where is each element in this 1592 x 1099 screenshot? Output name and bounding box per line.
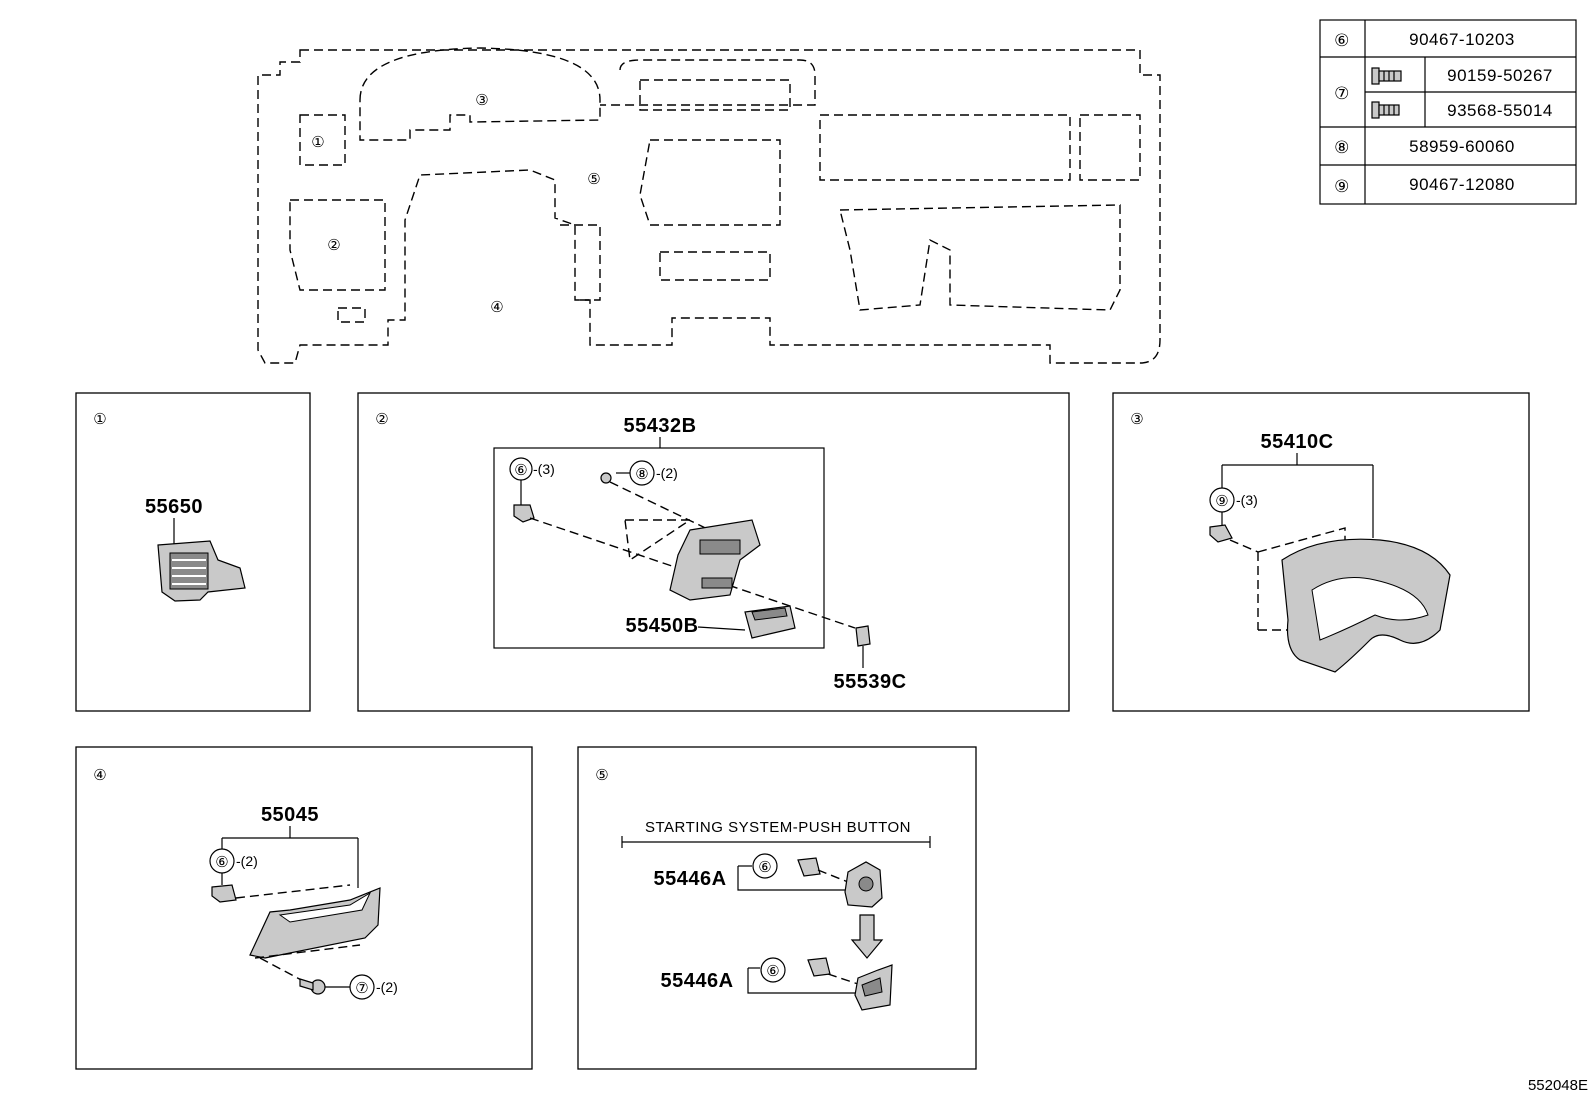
bolt-icon <box>1371 67 1402 85</box>
panel-3-part-label: 55410C <box>1260 431 1333 453</box>
panel-3-fastener: ⑨ <box>1215 493 1228 510</box>
knee-panel-icon <box>249 887 381 959</box>
panel-2-part-box-label: 55450B <box>625 615 698 637</box>
panel-2-part-clip-label: 55539C <box>833 671 906 693</box>
panel-1-part-label: 55650 <box>145 496 203 518</box>
table-part-7a: 90159-50267 <box>1447 66 1553 85</box>
push-button-upper-icon <box>844 861 883 908</box>
air-vent-icon <box>157 540 246 602</box>
table-part-6: 90467-10203 <box>1409 30 1515 49</box>
panel-5-fastener-lower: ⑥ <box>766 963 779 980</box>
table-part-7b: 93568-55014 <box>1447 101 1553 120</box>
down-arrow-icon <box>850 914 884 959</box>
panel-1-ref: ① <box>93 411 106 428</box>
panel-2-fastener-a: ⑥ <box>514 462 527 479</box>
panel-2-qty-b: -(2) <box>656 465 678 481</box>
panel-5: ⑤ STARTING SYSTEM-PUSH BUTTON 55446A ⑥ 5… <box>577 746 977 1070</box>
diagram-code: 552048E <box>1528 1077 1588 1094</box>
panel-3-ref: ③ <box>1130 411 1143 428</box>
panel-5-caption: STARTING SYSTEM-PUSH BUTTON <box>645 819 911 836</box>
panel-5-part-upper-label: 55446A <box>653 868 726 890</box>
panel-4-qty-b: -(2) <box>376 979 398 995</box>
panel-4-qty-a: -(2) <box>236 853 258 869</box>
panel-2-ref: ② <box>375 411 388 428</box>
panel-4-fastener-a: ⑥ <box>215 854 228 871</box>
table-ref-9: ⑨ <box>1334 177 1350 196</box>
panel-5-fastener-upper: ⑥ <box>758 859 771 876</box>
table-ref-6: ⑥ <box>1334 31 1350 50</box>
storage-box-icon <box>744 605 796 639</box>
switch-bezel-icon <box>669 519 761 601</box>
table-ref-7: ⑦ <box>1334 84 1350 103</box>
panel-5-ref: ⑤ <box>595 767 608 784</box>
fastener-table: ⑥ 90467-10203 ⑦ 90159-50267 93568-55014 … <box>1319 19 1577 205</box>
panel-4-ref: ④ <box>93 767 106 784</box>
panel-1: ① 55650 <box>75 392 311 712</box>
meter-hood-icon <box>1281 538 1451 673</box>
panel-5-part-lower-label: 55446A <box>660 970 733 992</box>
overview-callout-3: ③ <box>475 92 488 109</box>
panel-2: ② 55432B ⑥ -(3) ⑧ -(2) 55450B <box>357 392 1070 712</box>
table-part-8: 58959-60060 <box>1409 137 1515 156</box>
panel-2-qty-a: -(3) <box>533 461 555 477</box>
screw-icon <box>1371 101 1400 119</box>
panel-4-part-label: 55045 <box>261 804 319 826</box>
push-button-lower-icon <box>854 964 893 1011</box>
panel-4-fastener-b: ⑦ <box>355 980 368 997</box>
dashboard-overview: ① ② ③ ④ ⑤ <box>257 47 1161 364</box>
panel-3-qty: -(3) <box>1236 492 1258 508</box>
panel-3: ③ 55410C ⑨ -(3) <box>1112 392 1530 712</box>
overview-callout-5: ⑤ <box>587 171 600 188</box>
panel-2-part-main-label: 55432B <box>623 415 696 437</box>
overview-callout-2: ② <box>327 237 340 254</box>
table-ref-8: ⑧ <box>1334 138 1350 157</box>
panel-4: ④ 55045 ⑥ -(2) ⑦ -(2) <box>75 746 533 1070</box>
panel-2-fastener-b: ⑧ <box>635 466 648 483</box>
overview-callout-1: ① <box>311 134 324 151</box>
overview-callout-4: ④ <box>490 299 503 316</box>
table-part-9: 90467-12080 <box>1409 175 1515 194</box>
clip-icon <box>855 625 871 647</box>
